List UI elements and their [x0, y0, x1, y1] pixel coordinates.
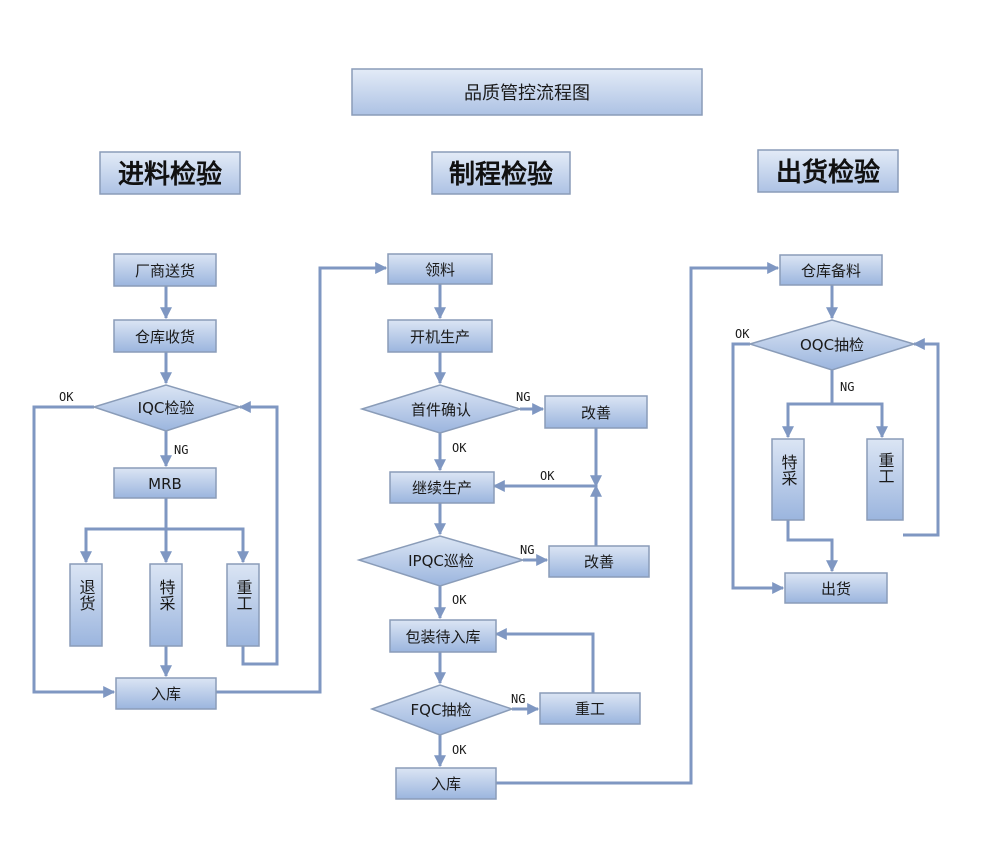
section-header-outgoing: 出货检验	[757, 149, 899, 193]
svg-text:厂商送货: 厂商送货	[135, 262, 195, 280]
node-improve-2: 改善	[548, 545, 650, 578]
section-header-incoming: 进料检验	[99, 151, 241, 195]
svg-text:特采: 特采	[157, 579, 176, 611]
node-warehouse-receive: 仓库收货	[113, 319, 217, 353]
node-process-stockin: 入库	[395, 767, 497, 800]
svg-text:入库: 入库	[431, 775, 461, 793]
edge-rework-back-to-iqc	[238, 401, 279, 666]
chart-title: 品质管控流程图	[351, 68, 703, 116]
svg-text:仓库备料: 仓库备料	[801, 262, 861, 280]
node-mrb: MRB	[113, 467, 217, 499]
node-first-piece-decision: 首件确认	[359, 384, 523, 434]
label-continue-ok: OK	[540, 469, 555, 483]
edge-mrb-to-return	[80, 498, 168, 564]
node-return: 退货	[69, 563, 103, 647]
node-outgoing-rework: 重工	[866, 438, 904, 521]
node-improve-1: 改善	[544, 395, 648, 429]
edges	[32, 262, 940, 785]
edge-rework-back-to-pack	[494, 628, 595, 693]
label-ipqc-ok: OK	[452, 593, 467, 607]
svg-text:重工: 重工	[234, 579, 253, 611]
svg-text:FQC抽检: FQC抽检	[411, 701, 472, 719]
edge-stockin-to-prepare	[496, 262, 780, 785]
label-ipqc-ng: NG	[520, 543, 534, 557]
edge-oqc-ng-to-special	[782, 370, 834, 439]
node-ship: 出货	[784, 572, 888, 604]
edge-stockin-to-pick	[216, 262, 388, 694]
node-process-rework: 重工	[539, 692, 641, 725]
svg-text:仓库收货: 仓库收货	[135, 328, 195, 346]
chart-title-text: 品质管控流程图	[464, 83, 590, 104]
svg-text:首件确认: 首件确认	[411, 401, 471, 419]
node-fqc-decision: FQC抽检	[369, 684, 515, 736]
node-incoming-stockin: 入库	[115, 677, 217, 710]
node-start-production: 开机生产	[387, 319, 493, 353]
svg-text:入库: 入库	[151, 685, 181, 703]
svg-text:MRB: MRB	[148, 475, 182, 493]
label-oqc-ok: OK	[735, 327, 750, 341]
label-iqc-ng: NG	[174, 443, 188, 457]
node-pack-pending-stock: 包装待入库	[389, 619, 497, 653]
svg-text:领料: 领料	[425, 261, 455, 279]
svg-text:特采: 特采	[779, 454, 798, 486]
svg-text:退货: 退货	[77, 579, 96, 611]
label-iqc-ok: OK	[59, 390, 74, 404]
edge-rework-back-to-oqc	[903, 338, 940, 537]
svg-text:开机生产: 开机生产	[410, 328, 470, 346]
edge-iqc-ok-to-stockin	[32, 405, 116, 698]
svg-text:改善: 改善	[584, 553, 614, 571]
node-oqc-decision: OQC抽检	[747, 319, 917, 371]
node-continue-production: 继续生产	[389, 471, 495, 504]
edge-labels: OK NG NG OK OK NG OK NG OK OK NG	[59, 327, 854, 757]
svg-text:改善: 改善	[581, 404, 611, 422]
edge-mrb-to-rework	[166, 527, 249, 564]
svg-text:继续生产: 继续生产	[412, 479, 472, 497]
svg-text:重工: 重工	[876, 452, 895, 484]
label-fqc-ok: OK	[452, 743, 467, 757]
label-firstpiece-ng: NG	[516, 390, 530, 404]
node-iqc-decision: IQC检验	[91, 384, 243, 432]
edge-special-to-ship	[786, 520, 838, 573]
section-header-process-text: 制程检验	[449, 159, 553, 190]
svg-text:IPQC巡检: IPQC巡检	[408, 552, 474, 570]
section-header-incoming-text: 进料检验	[118, 159, 222, 190]
label-firstpiece-ok: OK	[452, 441, 467, 455]
svg-text:IQC检验: IQC检验	[138, 399, 195, 417]
edge-oqc-ok-to-ship	[731, 342, 785, 594]
label-oqc-ng: NG	[840, 380, 854, 394]
node-warehouse-prepare: 仓库备料	[779, 254, 883, 286]
section-header-process: 制程检验	[431, 151, 571, 195]
section-header-outgoing-text: 出货检验	[776, 157, 880, 188]
svg-text:重工: 重工	[575, 700, 605, 718]
node-pick-material: 领料	[387, 253, 493, 285]
node-incoming-special: 特采	[149, 563, 183, 647]
svg-text:包装待入库: 包装待入库	[405, 628, 480, 646]
node-outgoing-special: 特采	[771, 438, 805, 521]
label-fqc-ng: NG	[511, 692, 525, 706]
edge-oqc-ng-to-rework	[832, 402, 888, 439]
node-ipqc-decision: IPQC巡检	[356, 535, 526, 587]
svg-text:出货: 出货	[821, 580, 851, 598]
node-supplier-delivery: 厂商送货	[113, 253, 217, 287]
node-incoming-rework: 重工	[226, 563, 260, 647]
svg-text:OQC抽检: OQC抽检	[800, 336, 864, 354]
